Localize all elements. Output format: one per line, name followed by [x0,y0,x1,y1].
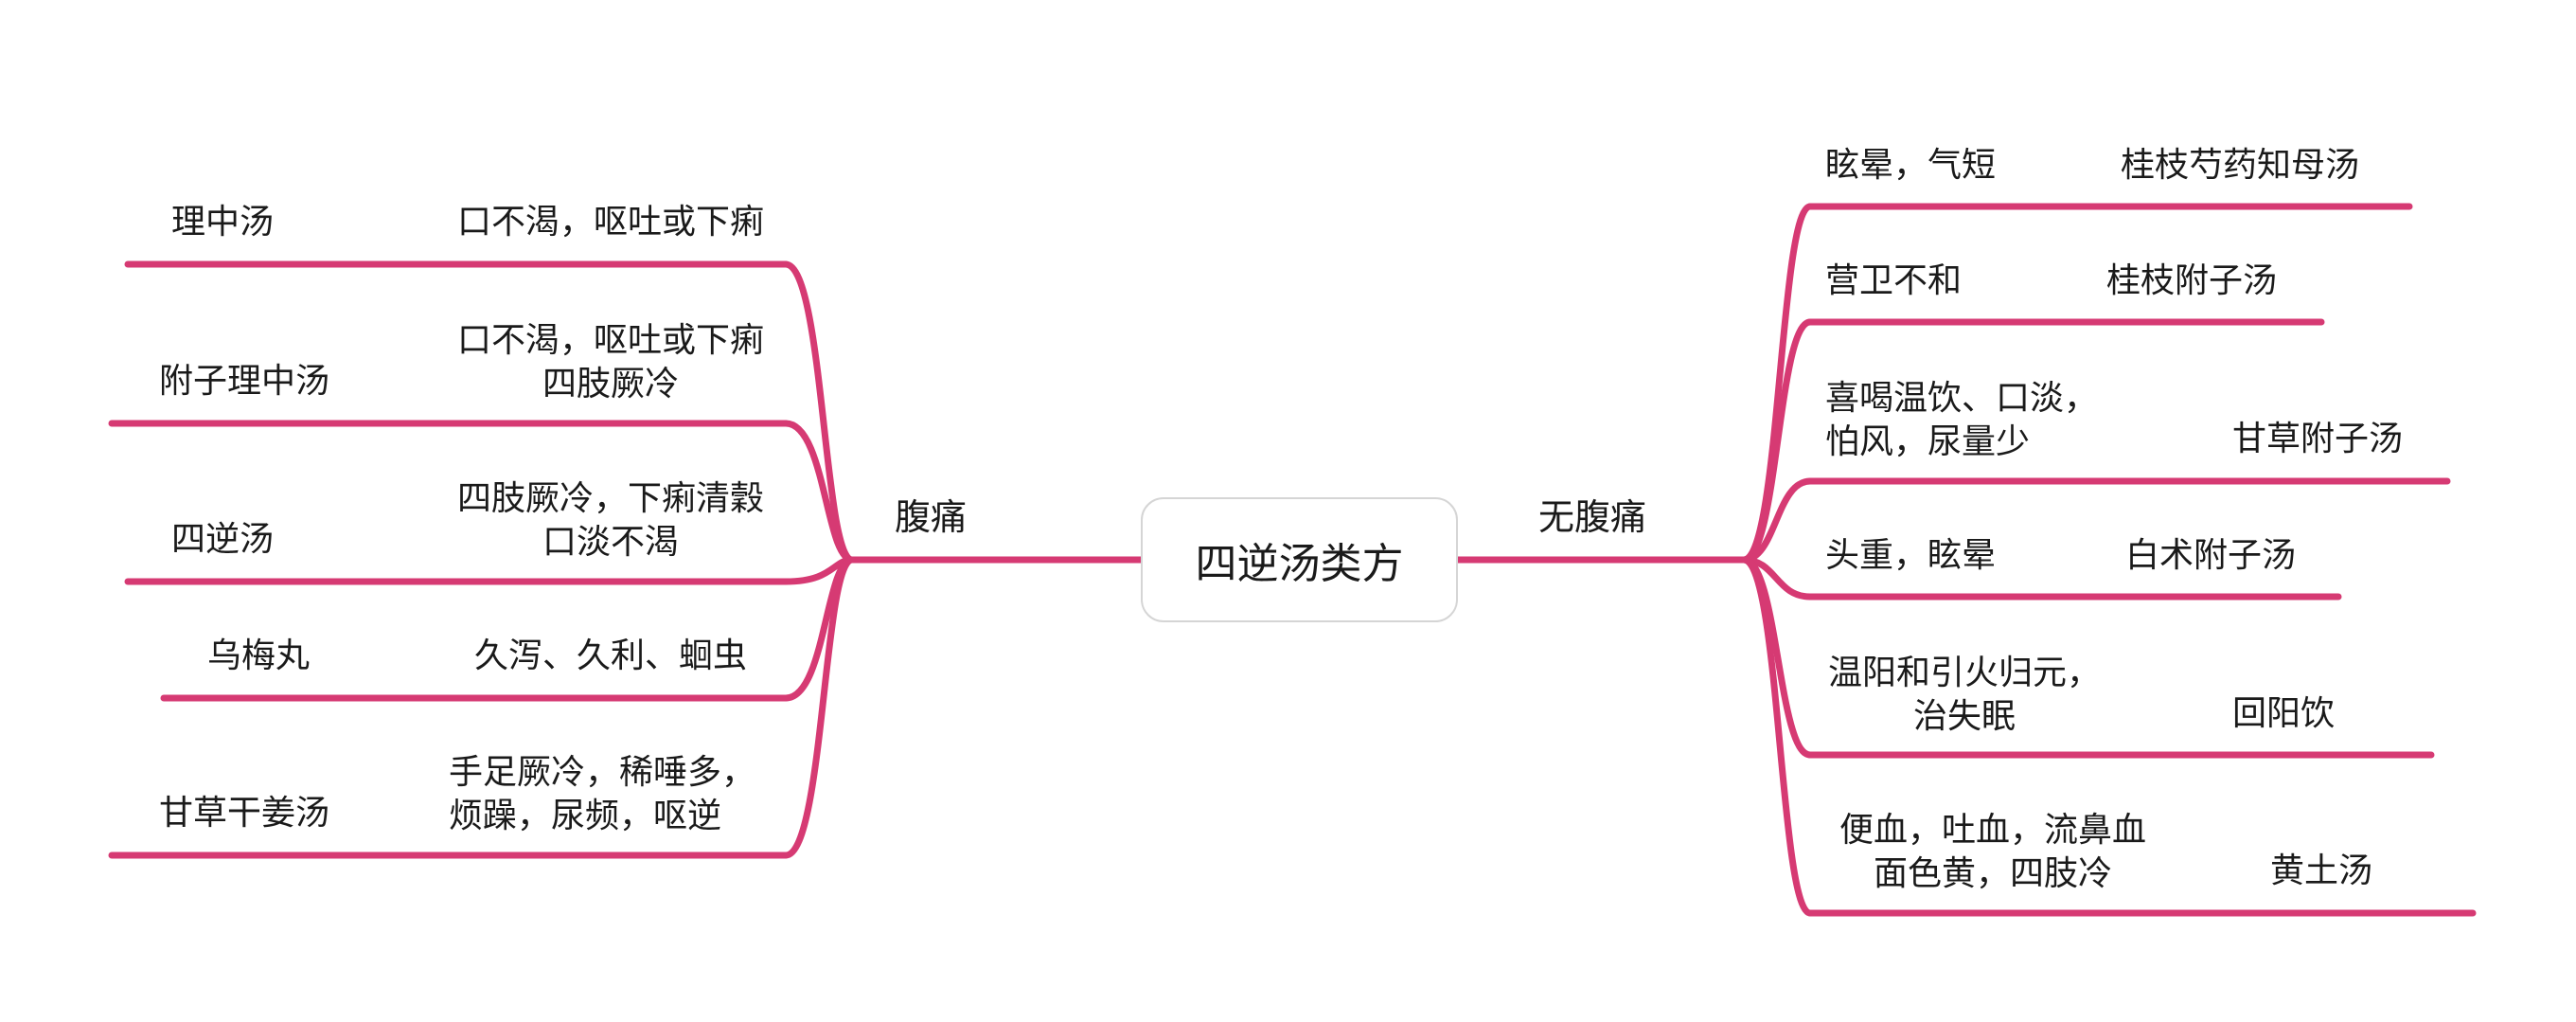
connector-left-1 [782,260,856,564]
right-formula-2[interactable]: 桂枝附子汤 [2106,261,2278,300]
left-symptom-3[interactable]: 四肢厥冷，下痢清穀 口淡不渴 [456,479,764,562]
right-formula-5[interactable]: 回阳饮 [2232,694,2336,733]
connector-right-2 [1740,318,1814,564]
root-label: 四逆汤类方 [1195,540,1404,588]
connector-right-3 [1740,477,1814,564]
right-symptom-2[interactable]: 营卫不和 [1825,261,1963,300]
left-formula-4[interactable]: 乌梅丸 [206,637,310,675]
left-symptom-1[interactable]: 口不渴，呕吐或下痢 [456,203,764,242]
right-formula-3[interactable]: 甘草附子汤 [2232,420,2404,458]
right-symptom-6[interactable]: 便血，吐血，流鼻血 面色黄，四肢冷 [1839,811,2146,893]
right-formula-4[interactable]: 白术附子汤 [2125,536,2297,575]
left-formula-3[interactable]: 四逆汤 [170,520,274,559]
right-symptom-1[interactable]: 眩晕，气短 [1825,146,1997,185]
connector-left-2 [782,420,856,564]
right-formula-1[interactable]: 桂枝芍药知母汤 [2121,146,2360,185]
root-node[interactable]: 四逆汤类方 [1141,497,1458,622]
branch-label-abdominal-pain[interactable]: 腹痛 [895,496,968,538]
right-symptom-3[interactable]: 喜喝温饮、口淡， 怕风，尿量少 [1825,379,2099,461]
left-symptom-2[interactable]: 口不渴，呕吐或下痢 四肢厥冷 [456,321,764,403]
left-formula-2[interactable]: 附子理中汤 [158,362,329,401]
left-formula-1[interactable]: 理中汤 [170,203,274,242]
right-symptom-4[interactable]: 头重，眩晕 [1825,536,1997,575]
left-symptom-5[interactable]: 手足厥冷，稀唾多， 烦躁，尿频，呕逆 [449,753,756,835]
right-formula-6[interactable]: 黄土汤 [2270,852,2373,890]
left-symptom-4[interactable]: 久泻、久利、蛔虫 [473,637,747,675]
connector-right-1 [1740,203,1814,564]
right-symptom-5[interactable]: 温阳和引火归元， 治失眠 [1827,654,2101,736]
branch-label-no-abdominal-pain[interactable]: 无腹痛 [1538,496,1647,538]
connector-right-6 [1740,556,1814,917]
left-formula-5[interactable]: 甘草干姜汤 [158,794,329,833]
connector-left-5 [782,556,856,859]
